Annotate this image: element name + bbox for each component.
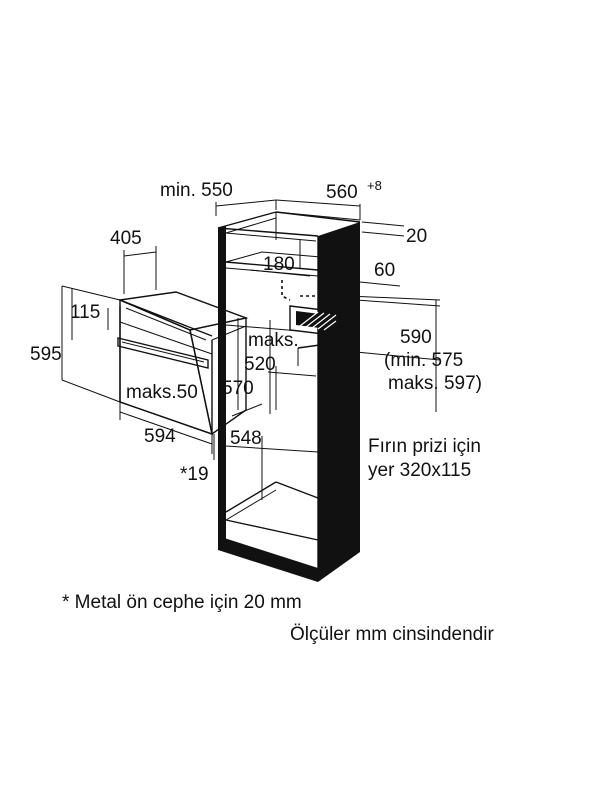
dim-520: 520 [244,354,276,375]
dimension-labels: min. 550 560 +8 20 405 180 60 115 595 ma… [30,178,482,485]
oven [117,291,249,436]
socket-label-line1: Fırın prizi için [368,436,481,457]
dim-maks-50: maks.50 [126,382,198,403]
dimension-lines [61,199,441,460]
footnote-units: Ölçüler mm cinsindendir [290,624,494,645]
dim-594: 594 [144,426,176,447]
footnote-metal-front: * Metal ön cephe için 20 mm [62,592,302,613]
dim-20: 20 [406,226,427,247]
socket-label: Fırın prizi için yer 320x115 [368,436,481,481]
dim-maks-label: maks. [248,330,299,351]
dim-595: 595 [30,344,62,365]
dim-548: 548 [230,428,262,449]
dim-560-tolerance: +8 [367,178,382,193]
dim-570: 570 [222,378,254,399]
dim-560: 560 [326,182,358,203]
dim-180: 180 [263,254,295,275]
dim-60: 60 [374,260,395,281]
dim-min-575: (min. 575 [384,350,463,371]
socket-label-line2: yer 320x115 [368,460,471,481]
dim-maks-597: maks. 597) [388,373,482,394]
dim-star-19: *19 [180,464,209,485]
dim-115: 115 [70,302,100,323]
dim-min-550: min. 550 [160,180,233,201]
cabinet [217,211,361,582]
footnotes: * Metal ön cephe için 20 mm Ölçüler mm c… [62,592,494,645]
oven-socket [281,280,362,447]
dim-405: 405 [110,228,142,249]
dim-590: 590 [400,327,432,348]
